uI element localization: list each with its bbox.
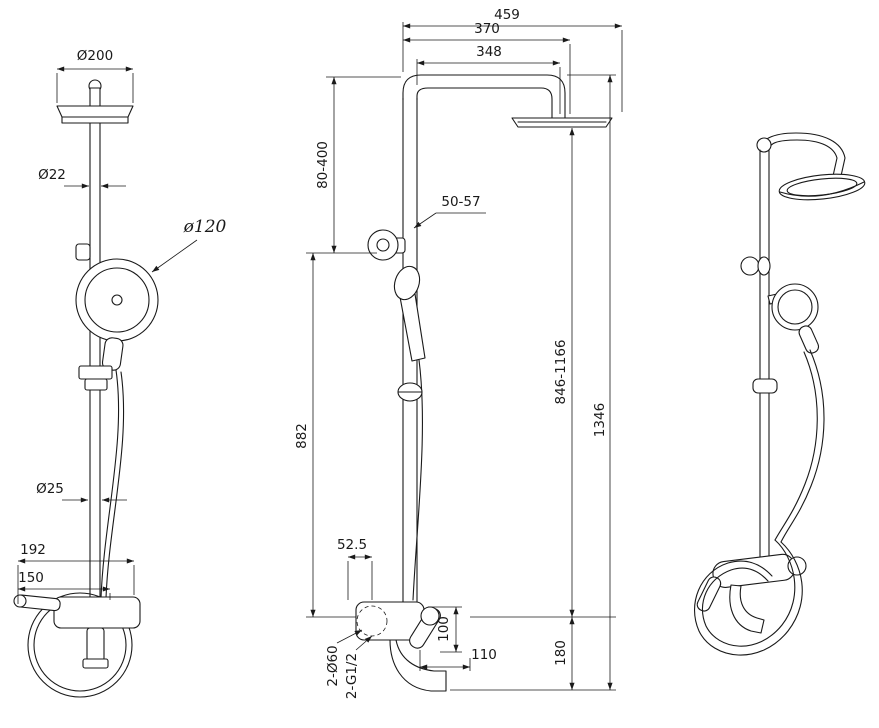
dim-spout-height: 180 <box>553 617 575 690</box>
slider-clamp-side <box>78 365 113 391</box>
dim-inlet-thread: 2-G1/2 <box>344 635 373 699</box>
dim-reach-overall-label: 459 <box>494 7 520 23</box>
wall-bracket-side <box>75 243 91 261</box>
dim-head-diameter: Ø200 <box>56 48 134 103</box>
mixer-valve-front <box>355 601 447 692</box>
dim-riser-diameter-label: Ø22 <box>38 167 66 183</box>
perspective-view <box>694 132 866 656</box>
dim-lower-riser-diameter: Ø25 <box>36 481 127 503</box>
dim-spout-height-label: 180 <box>553 640 569 666</box>
hand-shower-front <box>393 265 426 601</box>
mixer-valve-perspective <box>696 553 807 634</box>
overhead-shower-perspective <box>778 173 866 201</box>
dim-head-height-adjust: 80-400 <box>306 76 401 254</box>
dim-depth-overall-label: 192 <box>20 542 46 558</box>
dim-depth-to-valve: 150 <box>18 570 111 600</box>
dim-lower-riser-diameter-label: Ø25 <box>36 481 64 497</box>
dim-head-height-adjust-label: 80-400 <box>315 141 331 189</box>
dim-reach-arm-inner: 348 <box>416 44 561 114</box>
slider-clamp-front <box>397 382 423 402</box>
dim-holder-offset: 50-57 <box>413 194 486 229</box>
dim-spout-reach: 110 <box>419 647 497 671</box>
dim-inlet-escutcheon-label: 2-Ø60 <box>325 645 341 686</box>
hose-perspective <box>694 349 825 656</box>
dim-depth-to-valve-label: 150 <box>18 570 44 586</box>
front-view: 459 370 348 80-400 50-57 <box>294 7 623 699</box>
dim-inlet-offset-label: 52.5 <box>337 537 367 553</box>
dim-riser-diameter: Ø22 <box>38 167 126 189</box>
overhead-shower-front <box>511 117 613 128</box>
dim-depth-overall: 192 <box>17 542 135 604</box>
dim-valve-height: 100 <box>428 606 462 653</box>
dim-column-height-adjust-label: 846-1166 <box>553 340 569 405</box>
hand-shower-perspective <box>767 283 820 354</box>
dim-valve-height-label: 100 <box>436 616 452 642</box>
dim-reach-arm-label: 370 <box>474 21 500 37</box>
dim-riser-height: 882 <box>294 253 356 618</box>
wall-bracket-knob <box>740 256 760 276</box>
wall-bracket-front <box>367 229 406 261</box>
dim-inlet-escutcheon: 2-Ø60 <box>325 629 363 687</box>
dim-riser-height-label: 882 <box>294 423 310 449</box>
dim-spout-reach-label: 110 <box>471 647 497 663</box>
dim-reach-overall: 459 <box>402 7 623 112</box>
dim-head-diameter-label: Ø200 <box>77 48 113 64</box>
tub-spout-perspective <box>729 584 765 634</box>
dim-reach-arm: 370 <box>403 21 571 114</box>
dim-hand-shower-diameter: ø120 <box>151 217 227 273</box>
hand-shower-side <box>75 258 159 371</box>
dim-holder-offset-label: 50-57 <box>441 194 480 210</box>
slider-clamp-perspective <box>752 378 778 394</box>
shower-arm-perspective <box>759 132 846 177</box>
shower-column-front <box>402 74 566 603</box>
riser-pipe-side <box>75 122 101 601</box>
overhead-shower-side <box>56 79 134 124</box>
column-perspective <box>740 137 778 559</box>
dim-height-overall-label: 1346 <box>592 403 608 437</box>
dim-column-height-adjust: 846-1166 <box>470 128 616 618</box>
dim-height-overall: 1346 <box>450 74 616 691</box>
mixer-valve-side <box>13 594 141 669</box>
dim-inlet-thread-label: 2-G1/2 <box>344 653 360 699</box>
tub-spout-front <box>389 639 447 692</box>
dim-inlet-offset: 52.5 <box>337 537 373 600</box>
dim-reach-arm-inner-label: 348 <box>476 44 502 60</box>
hose-side <box>27 369 133 698</box>
side-view: Ø200 Ø22 ø120 Ø25 192 150 <box>13 48 227 698</box>
dim-hand-shower-diameter-label: ø120 <box>183 217 227 237</box>
